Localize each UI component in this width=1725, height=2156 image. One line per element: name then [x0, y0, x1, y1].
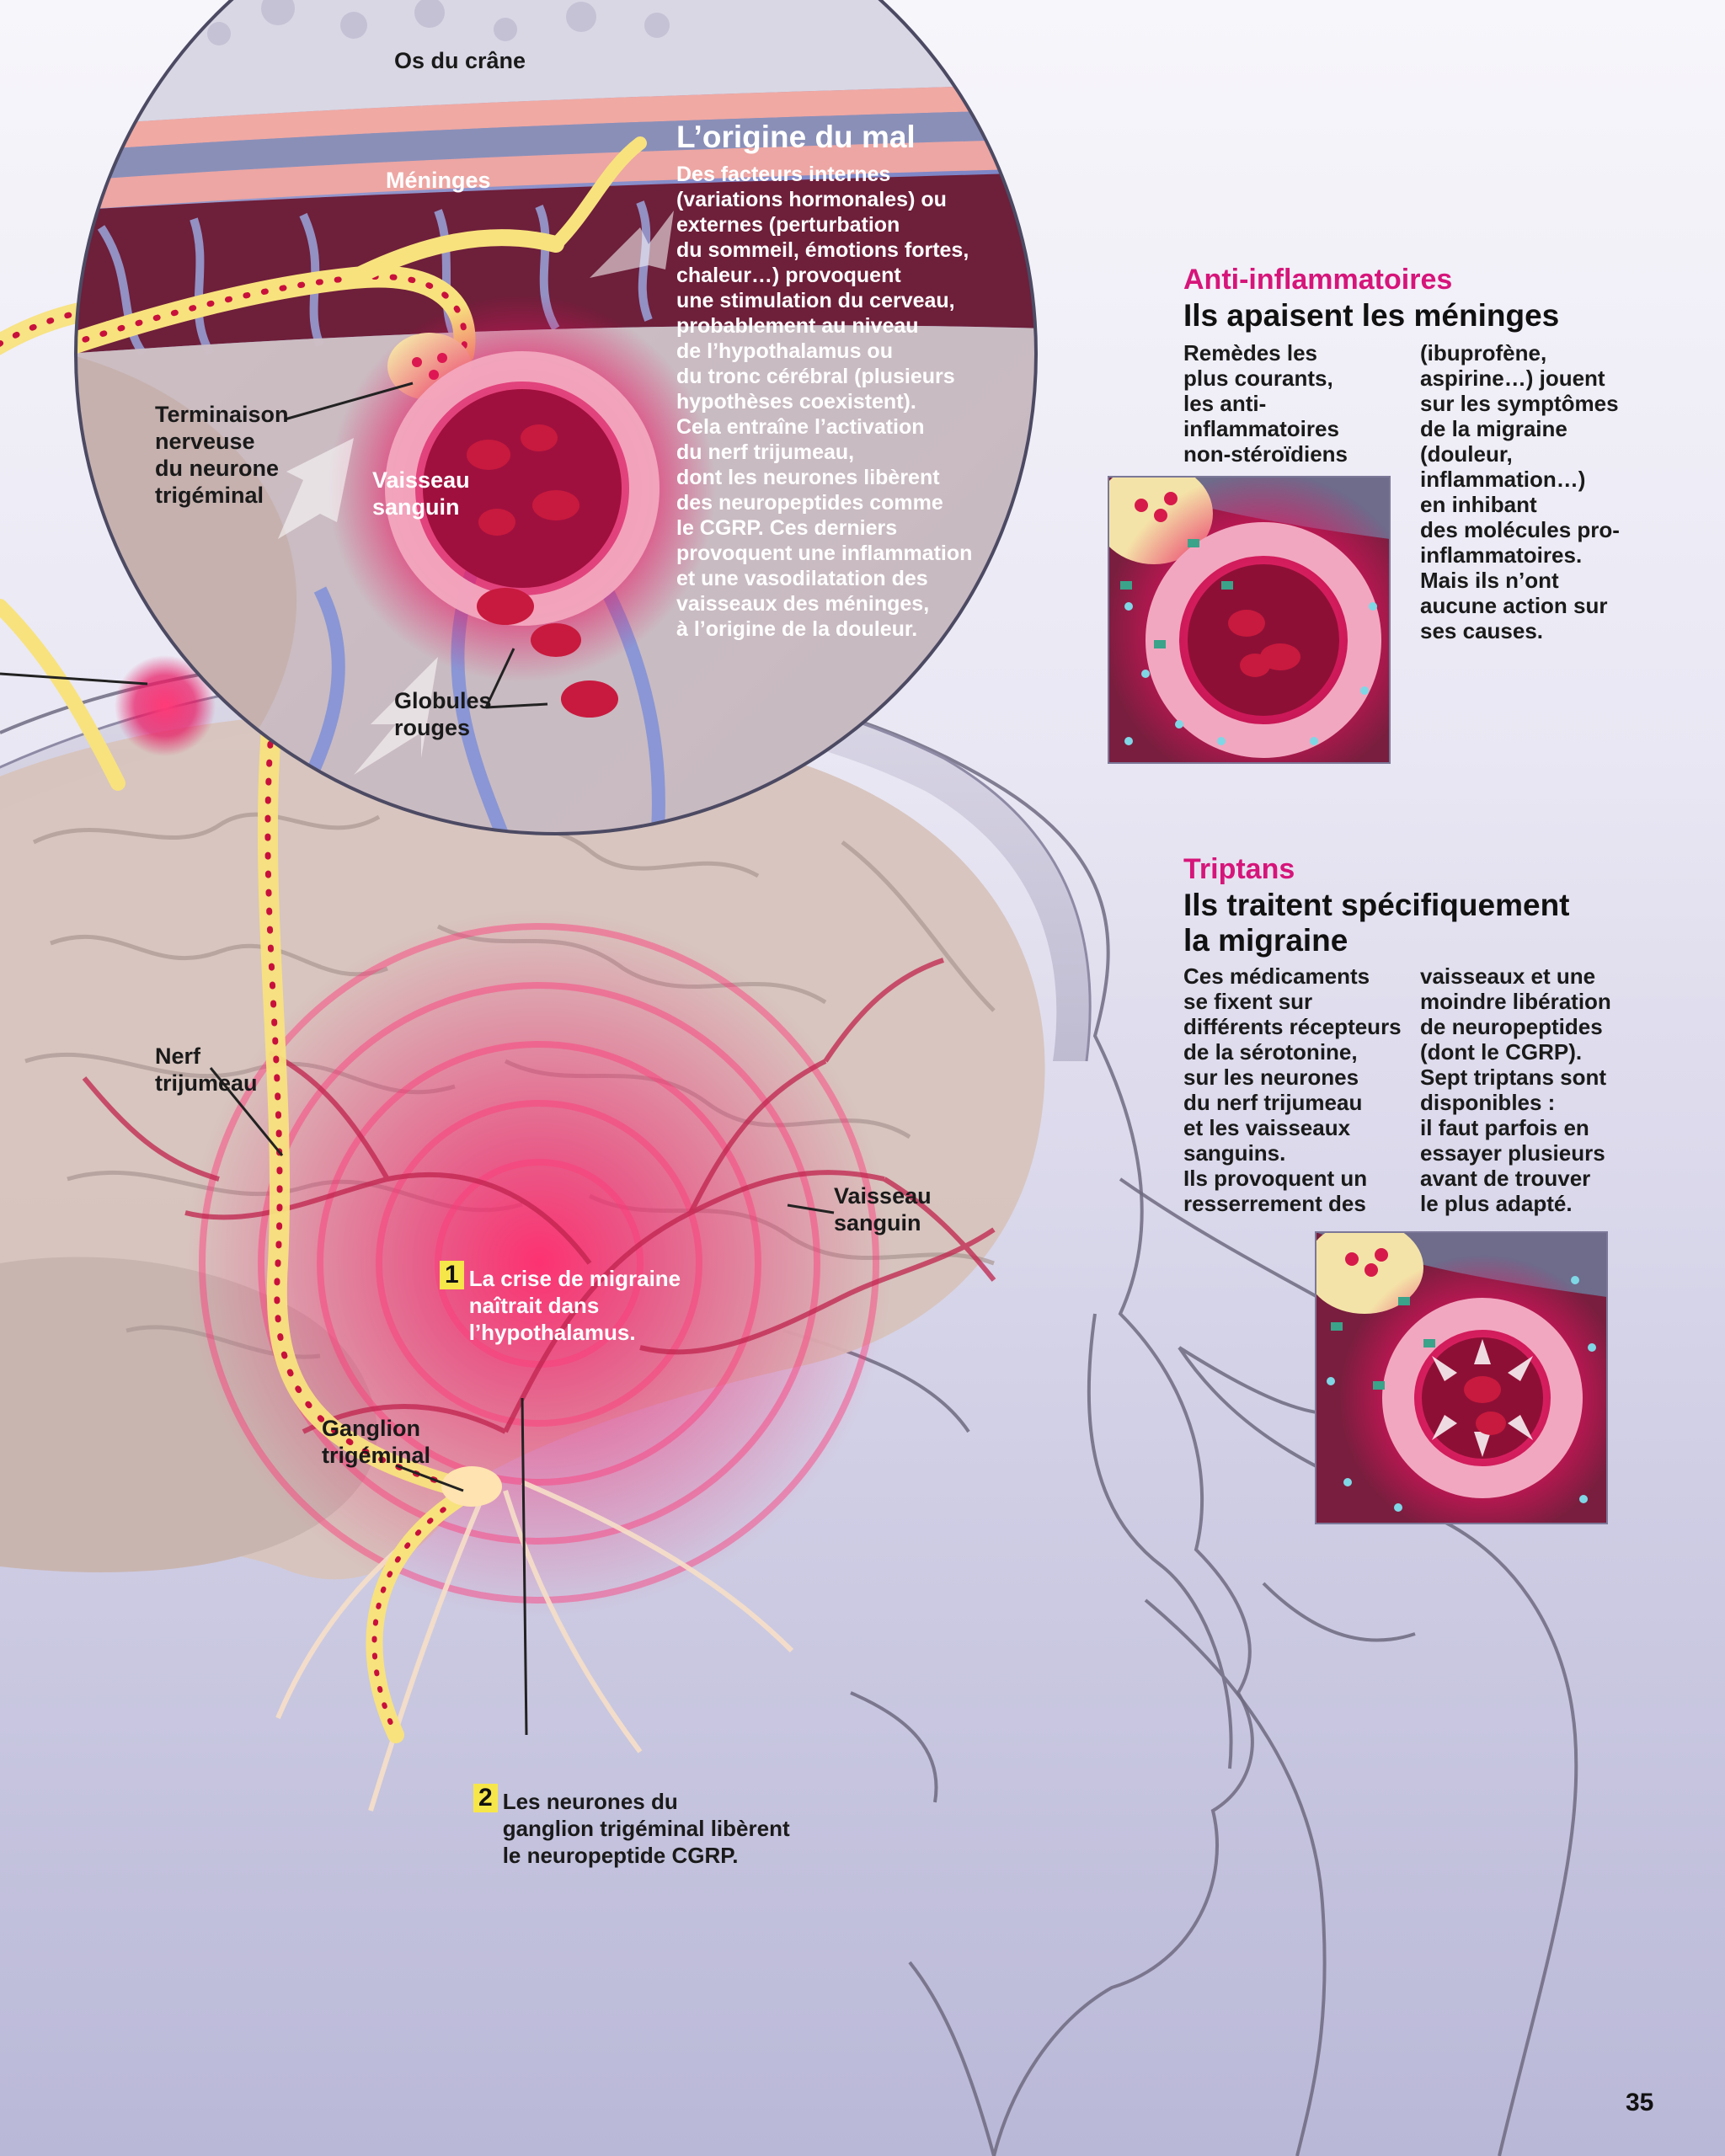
label-nerve-ending: Terminaison nerveuse du neurone trigémin…: [155, 402, 289, 508]
triptans-col1: Ces médicaments se fixent sur différents…: [1183, 963, 1402, 1216]
brain-vessels: [82, 958, 996, 1434]
step-1-number: 1: [440, 1261, 464, 1289]
triptans-title: Ils traitent spécifiquement la migraine: [1183, 888, 1570, 958]
label-trigeminal-nerve: Nerf trijumeau: [155, 1043, 258, 1096]
zoom-circle: [76, 0, 1036, 834]
label-skull: Os du crâne: [394, 48, 526, 73]
step-1-text: La crise de migraine naîtrait dans l’hyp…: [468, 1266, 681, 1345]
leader-lines: [209, 382, 835, 1736]
label-vessel-zoom: Vaisseau sanguin: [372, 467, 470, 520]
anti-inflammatoires-col2: (ibuprofène, aspirine…) jouent sur les s…: [1420, 340, 1620, 643]
page-number: 35: [1626, 2089, 1654, 2116]
origin-title: L’origine du mal: [676, 120, 916, 154]
anti-inflammatoires-title: Ils apaisent les méninges: [1183, 298, 1560, 333]
inset-triptans: [1316, 1232, 1607, 1524]
triptans-kicker: Triptans: [1183, 853, 1295, 885]
label-vessel-brain: Vaisseau sanguin: [834, 1183, 932, 1235]
anti-inflammatoires-kicker: Anti-inflammatoires: [1183, 264, 1453, 296]
label-red-cells: Globules rouges: [394, 688, 492, 740]
label-meninges: Méninges: [386, 168, 491, 193]
triptans-col2: vaisseaux et une moindre libération de n…: [1420, 963, 1611, 1216]
label-ganglion: Ganglion trigéminal: [322, 1416, 431, 1468]
anti-inflammatoires-col1: Remèdes les plus courants, les anti- inf…: [1183, 340, 1348, 467]
step-2-text: Les neurones du ganglion trigéminal libè…: [502, 1789, 790, 1868]
inset-anti-inflammatoires: [1108, 477, 1390, 763]
step-2-number: 2: [473, 1784, 498, 1812]
origin-body: Des facteurs internes (variations hormon…: [676, 163, 973, 641]
